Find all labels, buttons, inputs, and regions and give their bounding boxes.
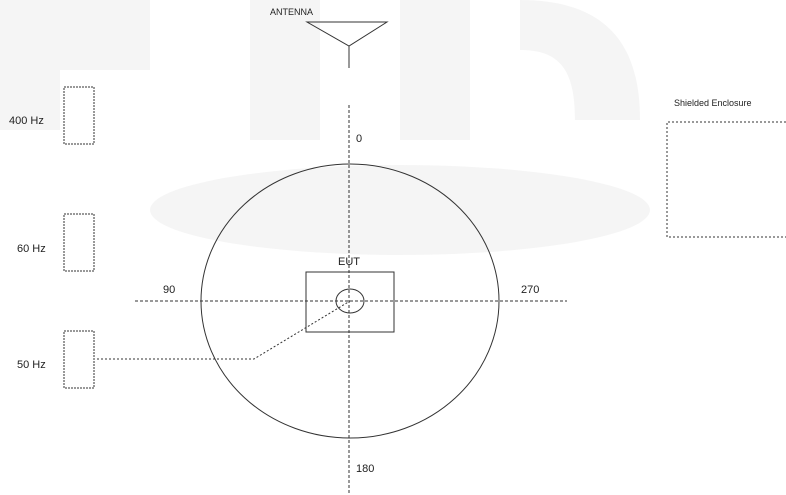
- background-watermark: [0, 0, 650, 255]
- shielded-enclosure-label: Shielded Enclosure: [674, 98, 752, 108]
- eut-label: EUT: [338, 256, 360, 268]
- eut-box: [305, 271, 395, 333]
- eut-center-marker: [335, 288, 365, 314]
- power-cable: [97, 300, 351, 360]
- angle-270-label: 270: [521, 284, 539, 296]
- angle-0-label: 0: [356, 133, 362, 145]
- source-400hz-label: 400 Hz: [9, 115, 44, 127]
- antenna-label: ANTENNA: [270, 7, 313, 17]
- antenna-icon: [305, 21, 389, 68]
- source-50hz-label: 50 Hz: [17, 359, 46, 371]
- source-60hz-label: 60 Hz: [17, 243, 46, 255]
- source-400hz-box: [63, 86, 95, 145]
- source-60hz-box: [63, 213, 95, 272]
- shielded-enclosure-box: [666, 121, 786, 238]
- angle-180-label: 180: [356, 463, 374, 475]
- angle-90-label: 90: [163, 284, 175, 296]
- source-50hz-box: [63, 330, 95, 389]
- turntable-circle: [200, 163, 500, 439]
